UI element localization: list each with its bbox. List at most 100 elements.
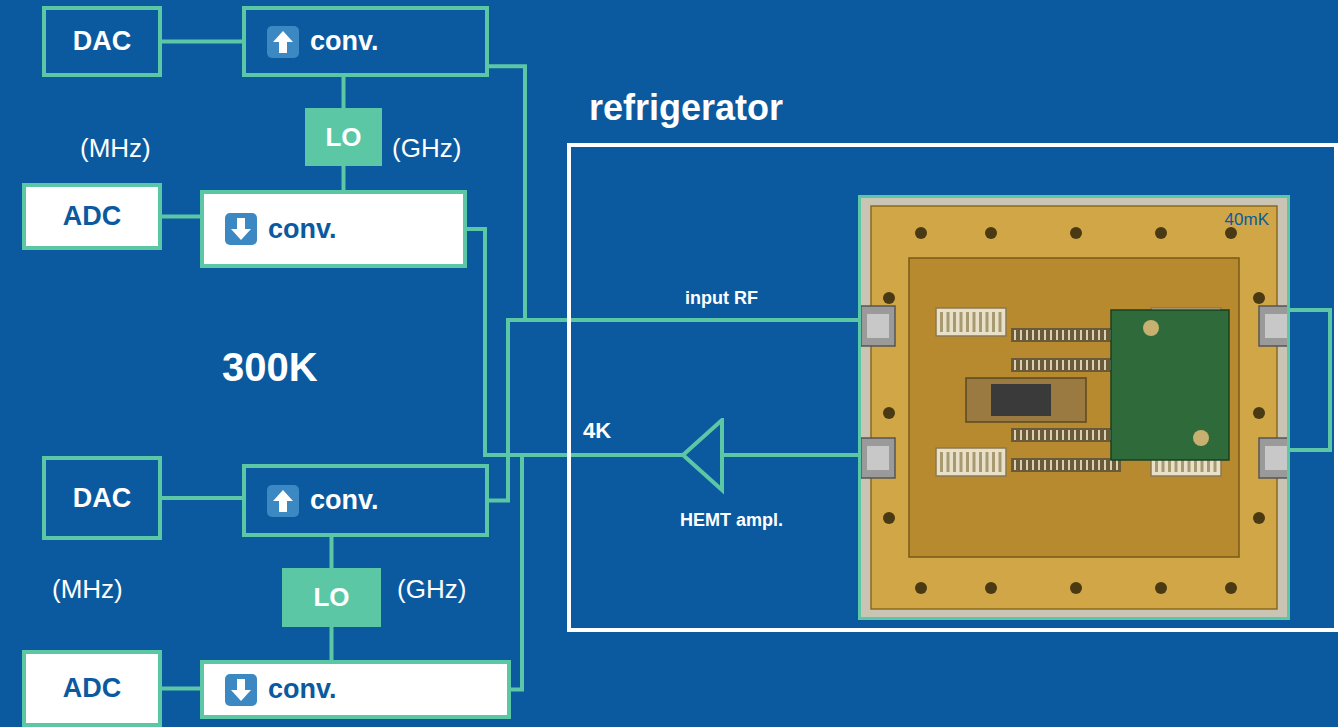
node-label: DAC bbox=[73, 26, 132, 57]
sma-connector bbox=[861, 306, 895, 346]
sma-connector bbox=[1259, 306, 1287, 346]
mounting-hole bbox=[915, 582, 927, 594]
mounting-hole bbox=[1253, 292, 1265, 304]
mounting-hole bbox=[883, 292, 895, 304]
wirebond bbox=[1044, 360, 1046, 370]
signal-cable bbox=[342, 77, 346, 108]
sma-connector bbox=[861, 438, 895, 478]
node-label: conv. bbox=[310, 26, 379, 57]
wirebond bbox=[1032, 430, 1034, 440]
wirebond bbox=[1080, 330, 1082, 340]
wirebond bbox=[1086, 430, 1088, 440]
mounting-hole bbox=[985, 582, 997, 594]
mounting-hole bbox=[1253, 512, 1265, 524]
sma-connector-nut bbox=[1265, 314, 1287, 338]
wirebond bbox=[1062, 360, 1064, 370]
signal-cable bbox=[162, 687, 200, 691]
signal-cable bbox=[162, 496, 242, 500]
signal-cable bbox=[467, 229, 683, 455]
wirebond bbox=[1074, 360, 1076, 370]
wirebond bbox=[1044, 460, 1046, 470]
mounting-hole bbox=[1225, 582, 1237, 594]
wirebond bbox=[1098, 360, 1100, 370]
launcher-trace bbox=[966, 312, 969, 332]
downconverter-box: conv. bbox=[200, 190, 467, 268]
wirebond-strip bbox=[1011, 428, 1121, 442]
temperature-label: 4K bbox=[583, 418, 611, 444]
up-arrow-icon bbox=[266, 25, 300, 59]
wirebond bbox=[1026, 360, 1028, 370]
chip-die bbox=[991, 384, 1051, 416]
wirebond bbox=[1014, 460, 1016, 470]
signal-cable bbox=[511, 455, 683, 690]
launcher-trace bbox=[953, 452, 956, 472]
wirebond bbox=[1020, 430, 1022, 440]
wirebond bbox=[1092, 430, 1094, 440]
launcher-trace bbox=[973, 452, 976, 472]
icon-arrow bbox=[231, 679, 251, 701]
wirebond bbox=[1068, 360, 1070, 370]
wirebond bbox=[1104, 460, 1106, 470]
wirebond bbox=[1014, 330, 1016, 340]
frequency-unit: (GHz) bbox=[397, 574, 466, 605]
node-label: HEMT ampl. bbox=[680, 510, 783, 531]
mounting-hole bbox=[1070, 582, 1082, 594]
cable-label: input RF bbox=[682, 288, 761, 309]
mounting-hole bbox=[915, 227, 927, 239]
wirebond bbox=[1062, 330, 1064, 340]
section-heading: refrigerator bbox=[589, 87, 783, 129]
launcher-trace bbox=[992, 452, 995, 472]
sample-holder: 40mK bbox=[858, 195, 1290, 620]
signal-cable bbox=[162, 40, 242, 44]
node-label: LO bbox=[325, 122, 361, 153]
frequency-unit: (MHz) bbox=[52, 574, 123, 605]
icon-arrow bbox=[231, 218, 251, 240]
sma-connector-nut bbox=[867, 314, 889, 338]
wirebond bbox=[1068, 430, 1070, 440]
screw bbox=[1143, 320, 1159, 336]
wirebond bbox=[1068, 330, 1070, 340]
wirebond bbox=[1020, 460, 1022, 470]
launcher-trace bbox=[986, 312, 989, 332]
wirebond bbox=[1050, 460, 1052, 470]
wirebond bbox=[1020, 330, 1022, 340]
wirebond bbox=[1014, 430, 1016, 440]
pcb-board bbox=[1111, 310, 1229, 460]
launcher-trace bbox=[973, 312, 976, 332]
wirebond bbox=[1074, 460, 1076, 470]
wirebond bbox=[1074, 430, 1076, 440]
signal-cable bbox=[330, 537, 334, 568]
node-label: conv. bbox=[268, 674, 337, 705]
icon-tile bbox=[267, 485, 299, 517]
amplifier-symbol bbox=[676, 418, 736, 498]
signal-cable bbox=[722, 453, 858, 457]
wirebond bbox=[1056, 360, 1058, 370]
hemt-amplifier: HEMT ampl. bbox=[676, 418, 806, 538]
upconverter-box: conv. bbox=[242, 6, 489, 77]
wirebond bbox=[1038, 430, 1040, 440]
wirebond bbox=[1050, 430, 1052, 440]
wirebond bbox=[1044, 430, 1046, 440]
screw bbox=[1193, 430, 1209, 446]
node-label: LO bbox=[313, 582, 349, 613]
icon-tile bbox=[225, 674, 257, 706]
launcher-trace bbox=[953, 312, 956, 332]
downconverter-box: conv. bbox=[200, 660, 511, 719]
wirebond bbox=[1026, 430, 1028, 440]
sample-holder-photo bbox=[861, 198, 1287, 617]
wirebond bbox=[1050, 330, 1052, 340]
mounting-hole bbox=[985, 227, 997, 239]
node-label: conv. bbox=[310, 485, 379, 516]
signal-cable bbox=[330, 627, 334, 660]
frequency-unit: (GHz) bbox=[392, 133, 461, 164]
wirebond bbox=[1068, 460, 1070, 470]
signal-cable bbox=[489, 66, 858, 320]
wirebond bbox=[1026, 330, 1028, 340]
wirebond-strip bbox=[1011, 458, 1121, 472]
wirebond bbox=[1014, 360, 1016, 370]
adc-box: ADC bbox=[22, 650, 162, 727]
launcher-trace bbox=[960, 312, 963, 332]
wirebond bbox=[1098, 330, 1100, 340]
node-label: ADC bbox=[63, 673, 122, 704]
wirebond bbox=[1080, 360, 1082, 370]
